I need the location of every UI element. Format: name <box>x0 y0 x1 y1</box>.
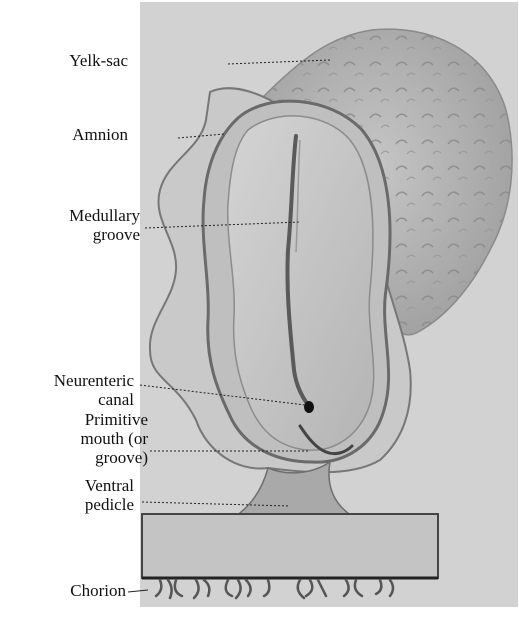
embryo-plate-shape <box>228 116 374 450</box>
label-primitive-line3: groove) <box>20 448 148 467</box>
label-medullary-line2: groove <box>20 225 140 244</box>
neurenteric-canal-dot <box>304 401 314 413</box>
label-amnion: Amnion <box>34 125 128 144</box>
label-medullary-line1: Medullary <box>20 206 140 225</box>
label-medullary-groove: Medullary groove <box>20 206 140 244</box>
label-neurenteric-canal: Neurenteric canal <box>6 371 134 409</box>
label-primitive-line2: mouth (or <box>20 429 148 448</box>
label-neurenteric-line2: canal <box>6 390 134 409</box>
label-neurenteric-line1: Neurenteric <box>6 371 134 390</box>
label-ventral-pedicle: Ventral pedicle <box>20 476 134 514</box>
chorion-plate <box>142 514 438 578</box>
label-ventral-line2: pedicle <box>20 495 134 514</box>
label-yolk-sac: Yelk-sac <box>34 51 128 70</box>
label-chorion: Chorion <box>30 581 126 600</box>
label-primitive-mouth: Primitive mouth (or groove) <box>20 410 148 467</box>
label-primitive-line1: Primitive <box>20 410 148 429</box>
label-ventral-line1: Ventral <box>20 476 134 495</box>
